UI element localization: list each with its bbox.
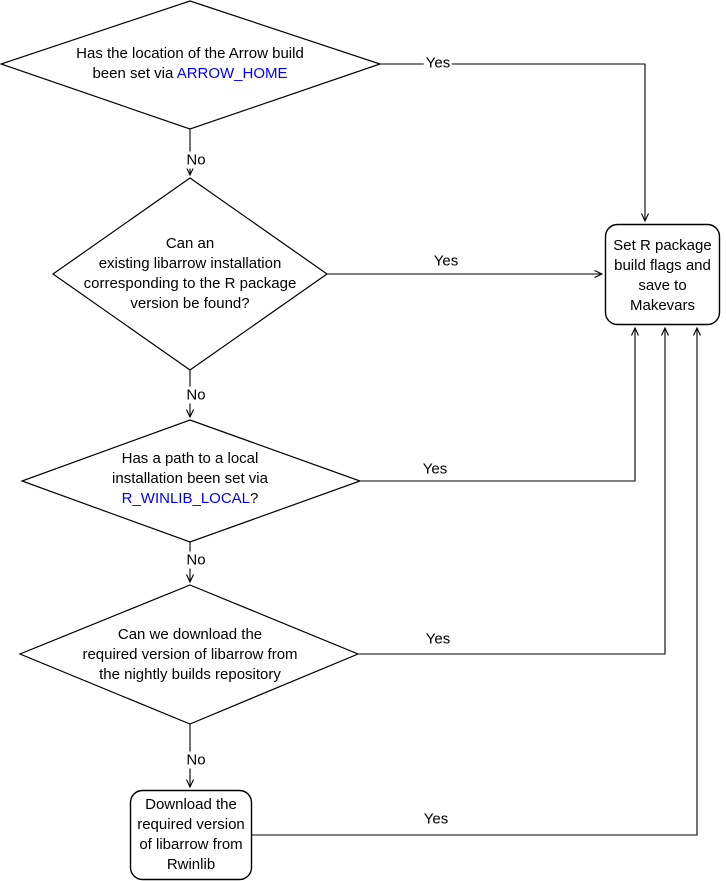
edge-yes-nightly-download (358, 326, 669, 655)
process-download-rwinlib-line3: of libarrow from (139, 836, 243, 853)
edge-label-no-arrow-home: No (184, 151, 208, 169)
edge-label-yes-existing-libarrow: Yes (431, 252, 461, 270)
process-download-rwinlib-line1: Download the (145, 796, 237, 813)
edge-label-no-nightly-download: No (184, 751, 208, 769)
decision-winlib-local-line2: installation been set via (112, 470, 268, 487)
process-set-makevars-shape (604, 223, 721, 326)
decision-arrow-home-line2-prefix: been set via (92, 65, 177, 82)
decision-winlib-local-line3-suffix: ? (250, 490, 259, 507)
decision-existing-libarrow-line1: Can an (165, 235, 215, 252)
process-set-makevars-line4: Makevars (629, 297, 696, 314)
r-winlib-local-env-var: R_WINLIB_LOCAL (121, 490, 251, 507)
process-set-makevars-line2: build flags and (614, 257, 711, 274)
decision-arrow-home-line1: Has the location of the Arrow build (76, 45, 304, 62)
edge-label-yes-winlib-local: Yes (420, 460, 450, 478)
edge-label-yes-download-rwinlib: Yes (421, 810, 451, 828)
edge-yes-download-rwinlib (252, 326, 701, 836)
decision-nightly-download-line3: the nightly builds repository (99, 666, 281, 683)
process-download-rwinlib-line2: required version (137, 816, 245, 833)
edge-yes-arrow-home (380, 63, 649, 223)
decision-existing-libarrow-line3: corresponding to the R package (83, 275, 297, 292)
edge-label-no-existing-libarrow: No (184, 386, 208, 404)
decision-winlib-local-line1: Has a path to a local (121, 450, 259, 467)
decision-existing-libarrow-line2: existing libarrow installation (98, 255, 282, 272)
process-download-rwinlib-line4: Rwinlib (166, 856, 216, 873)
decision-existing-libarrow-line4: version be found? (130, 295, 250, 312)
process-set-makevars-text: Set R package build flags and save to Ma… (606, 236, 719, 316)
arrow-home-env-var: ARROW_HOME (176, 65, 288, 82)
edge-label-no-winlib-local: No (184, 551, 208, 569)
decision-arrow-home-text: Has the location of the Arrow build been… (40, 44, 340, 84)
edge-yes-winlib-local (360, 326, 639, 482)
edge-label-yes-nightly-download: Yes (423, 630, 453, 648)
decision-nightly-download-text: Can we download the required version of … (40, 625, 340, 685)
process-set-makevars-line3: save to (638, 277, 687, 294)
edge-label-yes-arrow-home: Yes (423, 54, 453, 72)
process-set-makevars-line1: Set R package (613, 237, 712, 254)
process-download-rwinlib-text: Download the required version of libarro… (131, 795, 251, 875)
decision-winlib-local-text: Has a path to a local installation been … (60, 449, 320, 509)
decision-nightly-download-line2: required version of libarrow from (82, 646, 298, 663)
decision-nightly-download-line1: Can we download the (117, 626, 263, 643)
decision-existing-libarrow-text: Can an existing libarrow installation co… (50, 234, 330, 314)
process-download-rwinlib-shape (129, 789, 253, 881)
